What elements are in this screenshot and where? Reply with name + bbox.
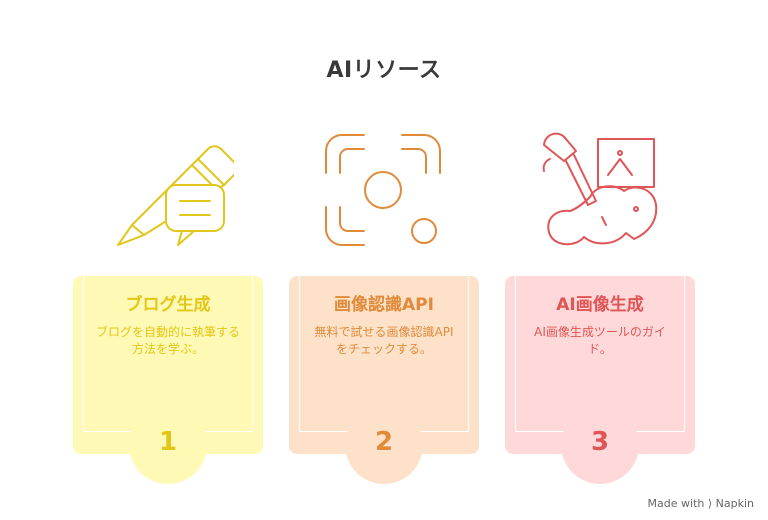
card-heading: ブログ生成 xyxy=(125,295,211,315)
pencil-speech-bubble-icon xyxy=(117,145,234,246)
card-ai-image-generation: AI画像生成 AI画像生成ツールのガイド。 3 xyxy=(505,276,695,484)
card-heading: AI画像生成 xyxy=(556,295,644,315)
card-description: 無料で試せる画像認識APIをチェックする。 xyxy=(314,325,454,356)
card-number: 3 xyxy=(590,427,610,457)
card-number-circle xyxy=(345,406,423,484)
card-number: 1 xyxy=(158,427,178,457)
card-blog-generation: ブログ生成 ブログを自動的に執筆する方法を学ぶ。 1 xyxy=(73,276,263,484)
paintbrush-elephant-icon xyxy=(542,132,658,246)
card-number: 2 xyxy=(374,427,394,457)
image-recognition-scan-icon xyxy=(325,134,441,246)
page-title: AIリソース xyxy=(326,58,442,83)
card-description: ブログを自動的に執筆する方法を学ぶ。 xyxy=(95,325,240,356)
card-heading: 画像認識API xyxy=(334,295,434,315)
napkin-watermark: Made with ⟩ Napkin xyxy=(647,497,754,510)
card-number-circle xyxy=(561,406,639,484)
card-number-circle xyxy=(129,406,207,484)
card-image-recognition-api: 画像認識API 無料で試せる画像認識APIをチェックする。 2 xyxy=(289,276,479,484)
card-description: AI画像生成ツールのガイド。 xyxy=(534,325,666,356)
